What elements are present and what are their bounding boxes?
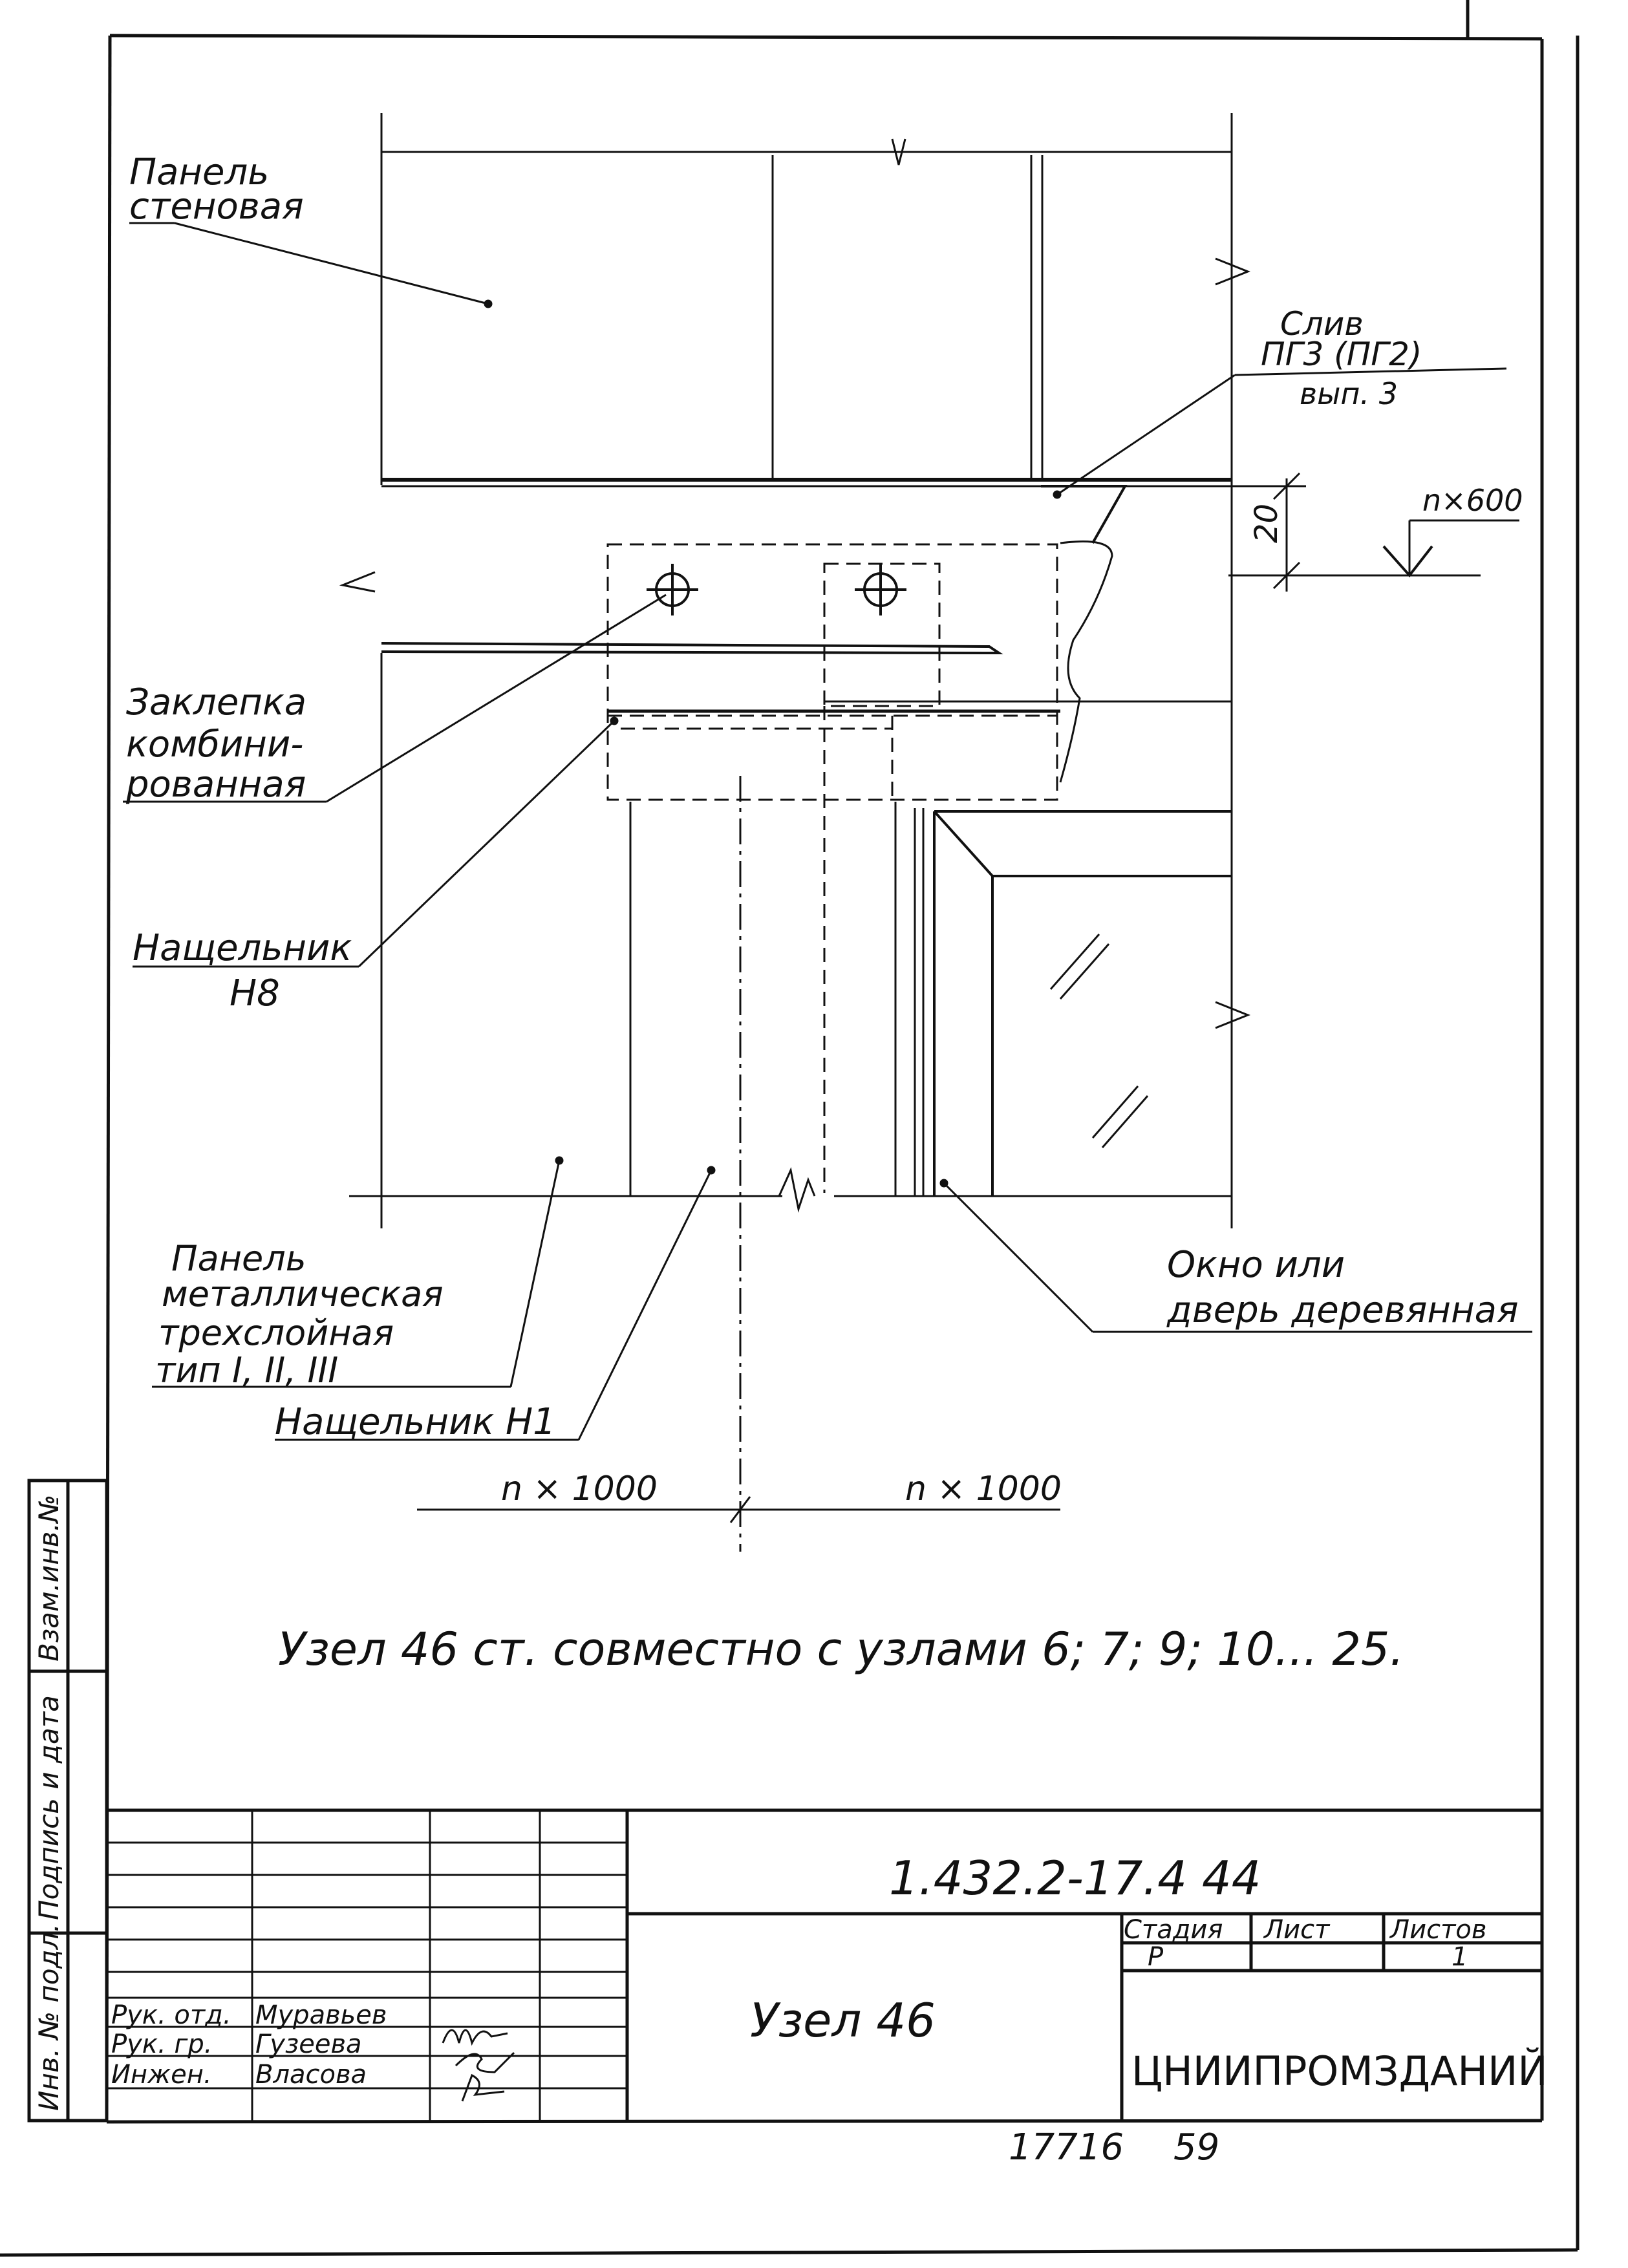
dimension-20 — [1228, 472, 1519, 592]
stage-header: Стадия — [1124, 1915, 1223, 1945]
label-sliv-3: вып. 3 — [1300, 376, 1398, 411]
side-stamp: Взам.инв.№ Подпись и дата Инв. № подл. — [27, 1479, 109, 2123]
label-sliv-2: ПГ3 (ПГ2) — [1261, 336, 1422, 373]
bottom-page: 59 — [1173, 2126, 1219, 2168]
signature-marks — [442, 2029, 515, 2102]
node-caption: Узел 46 ст. совместно с узлами 6; 7; 9; … — [278, 1623, 1404, 1676]
title-block: 1.432.2-17.4 44 Узел 46 Стадия Лист Лист… — [107, 1808, 1548, 2168]
label-nashchelnik-h8-2: Н8 — [230, 972, 280, 1014]
stamp-inv: Инв. № подл. — [33, 1923, 65, 2111]
label-rivet-2: комбини- — [126, 723, 303, 765]
role-3: Инжен. — [111, 2060, 212, 2090]
wall-panel-lines — [380, 113, 1251, 1228]
organization: ЦНИИПРОМЗДАНИЙ — [1131, 2048, 1548, 2095]
sheets-value: 1 — [1451, 1942, 1468, 1972]
label-panel-wall: Панель — [129, 151, 269, 193]
label-rivet: Заклепка — [126, 681, 306, 723]
name-1: Муравьев — [255, 2000, 387, 2030]
leader-lines — [123, 222, 1532, 1441]
stage-value: Р — [1148, 1942, 1164, 1972]
hidden-lines — [606, 543, 1058, 1193]
metal-panel-lines — [339, 571, 1251, 1228]
label-panel-metal: Панель — [171, 1238, 306, 1279]
label-panel-metal-4: тип I, II, III — [155, 1350, 338, 1391]
label-dim-n600: n×600 — [1422, 483, 1523, 518]
sliv-flashing — [381, 485, 1128, 783]
label-panel-metal-2: металлическая — [162, 1274, 444, 1314]
label-panel-wall-2: стеновая — [129, 186, 304, 228]
label-panel-metal-3: трехслойная — [158, 1312, 394, 1353]
label-dim-left: n × 1000 — [501, 1470, 658, 1508]
dimension-n1000 — [417, 1496, 1060, 1523]
name-2: Гузеева — [255, 2029, 362, 2059]
role-2: Рук. гр. — [111, 2029, 213, 2059]
rivet-symbols — [647, 564, 906, 615]
stamp-podpis: Подпись и дата — [33, 1695, 65, 1920]
role-1: Рук. отд. — [111, 2000, 231, 2030]
stamp-vzam: Взам.инв.№ — [33, 1495, 65, 1662]
label-window: Окно или — [1167, 1244, 1345, 1286]
label-nashchelnik-h1: Нащельник Н1 — [275, 1401, 556, 1443]
annotation-labels: Панель стеновая Слив ПГ3 (ПГ2) вып. 3 20… — [125, 151, 1523, 1676]
bottom-number: 17716 — [1009, 2126, 1124, 2168]
name-3: Власова — [255, 2060, 367, 2090]
sheet-title: Узел 46 — [750, 1993, 936, 2048]
label-nashchelnik-h8: Нащельник — [133, 927, 352, 969]
label-window-2: дверь деревянная — [1166, 1289, 1519, 1331]
sheet-header: Лист — [1263, 1915, 1331, 1945]
label-sliv: Слив — [1280, 305, 1364, 343]
sheets-header: Листов — [1389, 1915, 1486, 1945]
label-dim-20: 20 — [1248, 504, 1285, 543]
doc-code: 1.432.2-17.4 44 — [889, 1851, 1261, 1905]
label-dim-right: n × 1000 — [905, 1470, 1062, 1508]
label-rivet-3: рованная — [125, 764, 306, 806]
window-frame — [933, 810, 1232, 1196]
